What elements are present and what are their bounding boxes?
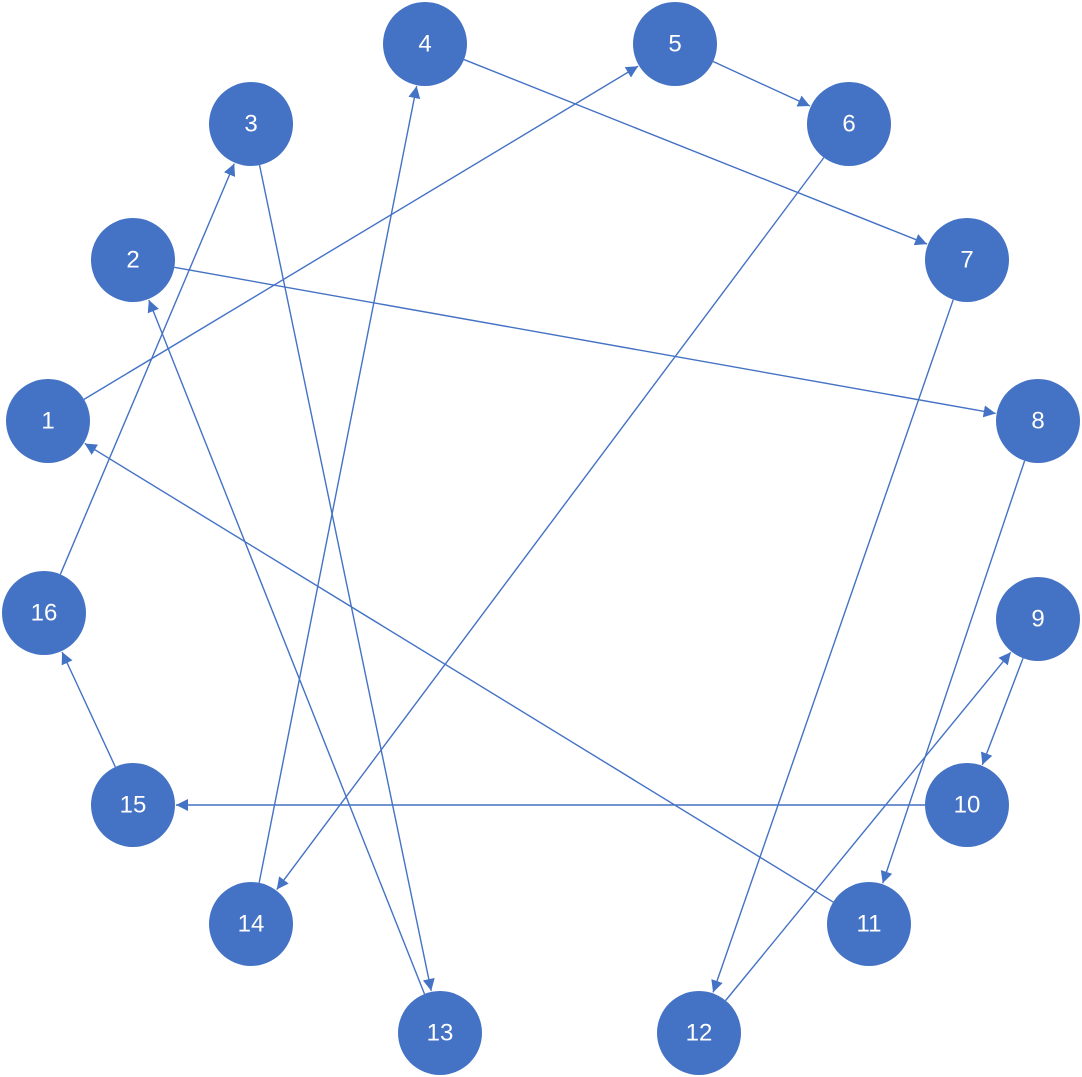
node-7: 7: [925, 218, 1009, 302]
node-3-circle: [209, 82, 293, 166]
node-13-circle: [398, 991, 482, 1075]
node-15-circle: [91, 763, 175, 847]
node-15-label: 15: [120, 792, 147, 819]
node-7-label: 7: [960, 247, 973, 274]
node-2-label: 2: [126, 247, 139, 274]
edge-12-to-9: [725, 651, 1012, 1001]
node-1: 1: [6, 379, 90, 463]
node-13-label: 13: [427, 1020, 454, 1047]
node-16-circle: [2, 571, 86, 655]
edge-14-to-4: [258, 86, 421, 883]
node-10-circle: [925, 763, 1009, 847]
node-15: 15: [91, 763, 175, 847]
node-14-label: 14: [238, 911, 265, 938]
node-8-circle: [996, 379, 1080, 463]
edge-15-to-16: [61, 651, 116, 768]
node-11-circle: [827, 882, 911, 966]
edge-9-to-10: [981, 657, 1024, 766]
edge-3-to-13: [258, 164, 435, 992]
node-2: 2: [91, 218, 175, 302]
node-14: 14: [209, 882, 293, 966]
node-3: 3: [209, 82, 293, 166]
node-6: 6: [807, 82, 891, 166]
node-9-circle: [996, 577, 1080, 661]
node-5: 5: [633, 2, 717, 86]
edge-8-to-11: [880, 460, 1026, 884]
node-12-label: 12: [686, 1020, 713, 1047]
node-14-circle: [209, 882, 293, 966]
edge-13-to-2: [147, 299, 426, 995]
node-5-circle: [633, 2, 717, 86]
node-7-circle: [925, 218, 1009, 302]
node-11: 11: [827, 882, 911, 966]
node-8-label: 8: [1031, 408, 1044, 435]
node-12: 12: [657, 991, 741, 1075]
edge-2-to-8: [174, 266, 996, 418]
edge-4-to-7: [463, 58, 928, 246]
node-3-label: 3: [244, 111, 257, 138]
edge-1-to-5: [83, 65, 639, 400]
node-4-label: 4: [418, 31, 431, 58]
node-12-circle: [657, 991, 741, 1075]
edge-16-to-3: [59, 163, 236, 575]
node-16: 16: [2, 571, 86, 655]
node-16-label: 16: [31, 600, 58, 627]
node-13: 13: [398, 991, 482, 1075]
node-4-circle: [383, 2, 467, 86]
node-9-label: 9: [1031, 606, 1044, 633]
node-2-circle: [91, 218, 175, 302]
edge-7-to-12: [711, 299, 954, 993]
edge-11-to-1: [84, 442, 834, 903]
node-11-label: 11: [857, 911, 882, 938]
node-8: 8: [996, 379, 1080, 463]
node-4: 4: [383, 2, 467, 86]
node-1-circle: [6, 379, 90, 463]
edge-6-to-14: [276, 157, 825, 890]
node-5-label: 5: [668, 31, 681, 58]
node-6-label: 6: [842, 111, 855, 138]
edge-5-to-6: [712, 60, 811, 107]
node-6-circle: [807, 82, 891, 166]
node-9: 9: [996, 577, 1080, 661]
edges-layer: [59, 58, 1026, 1001]
node-10: 10: [925, 763, 1009, 847]
node-10-label: 10: [954, 792, 981, 819]
node-1-label: 1: [41, 408, 54, 435]
